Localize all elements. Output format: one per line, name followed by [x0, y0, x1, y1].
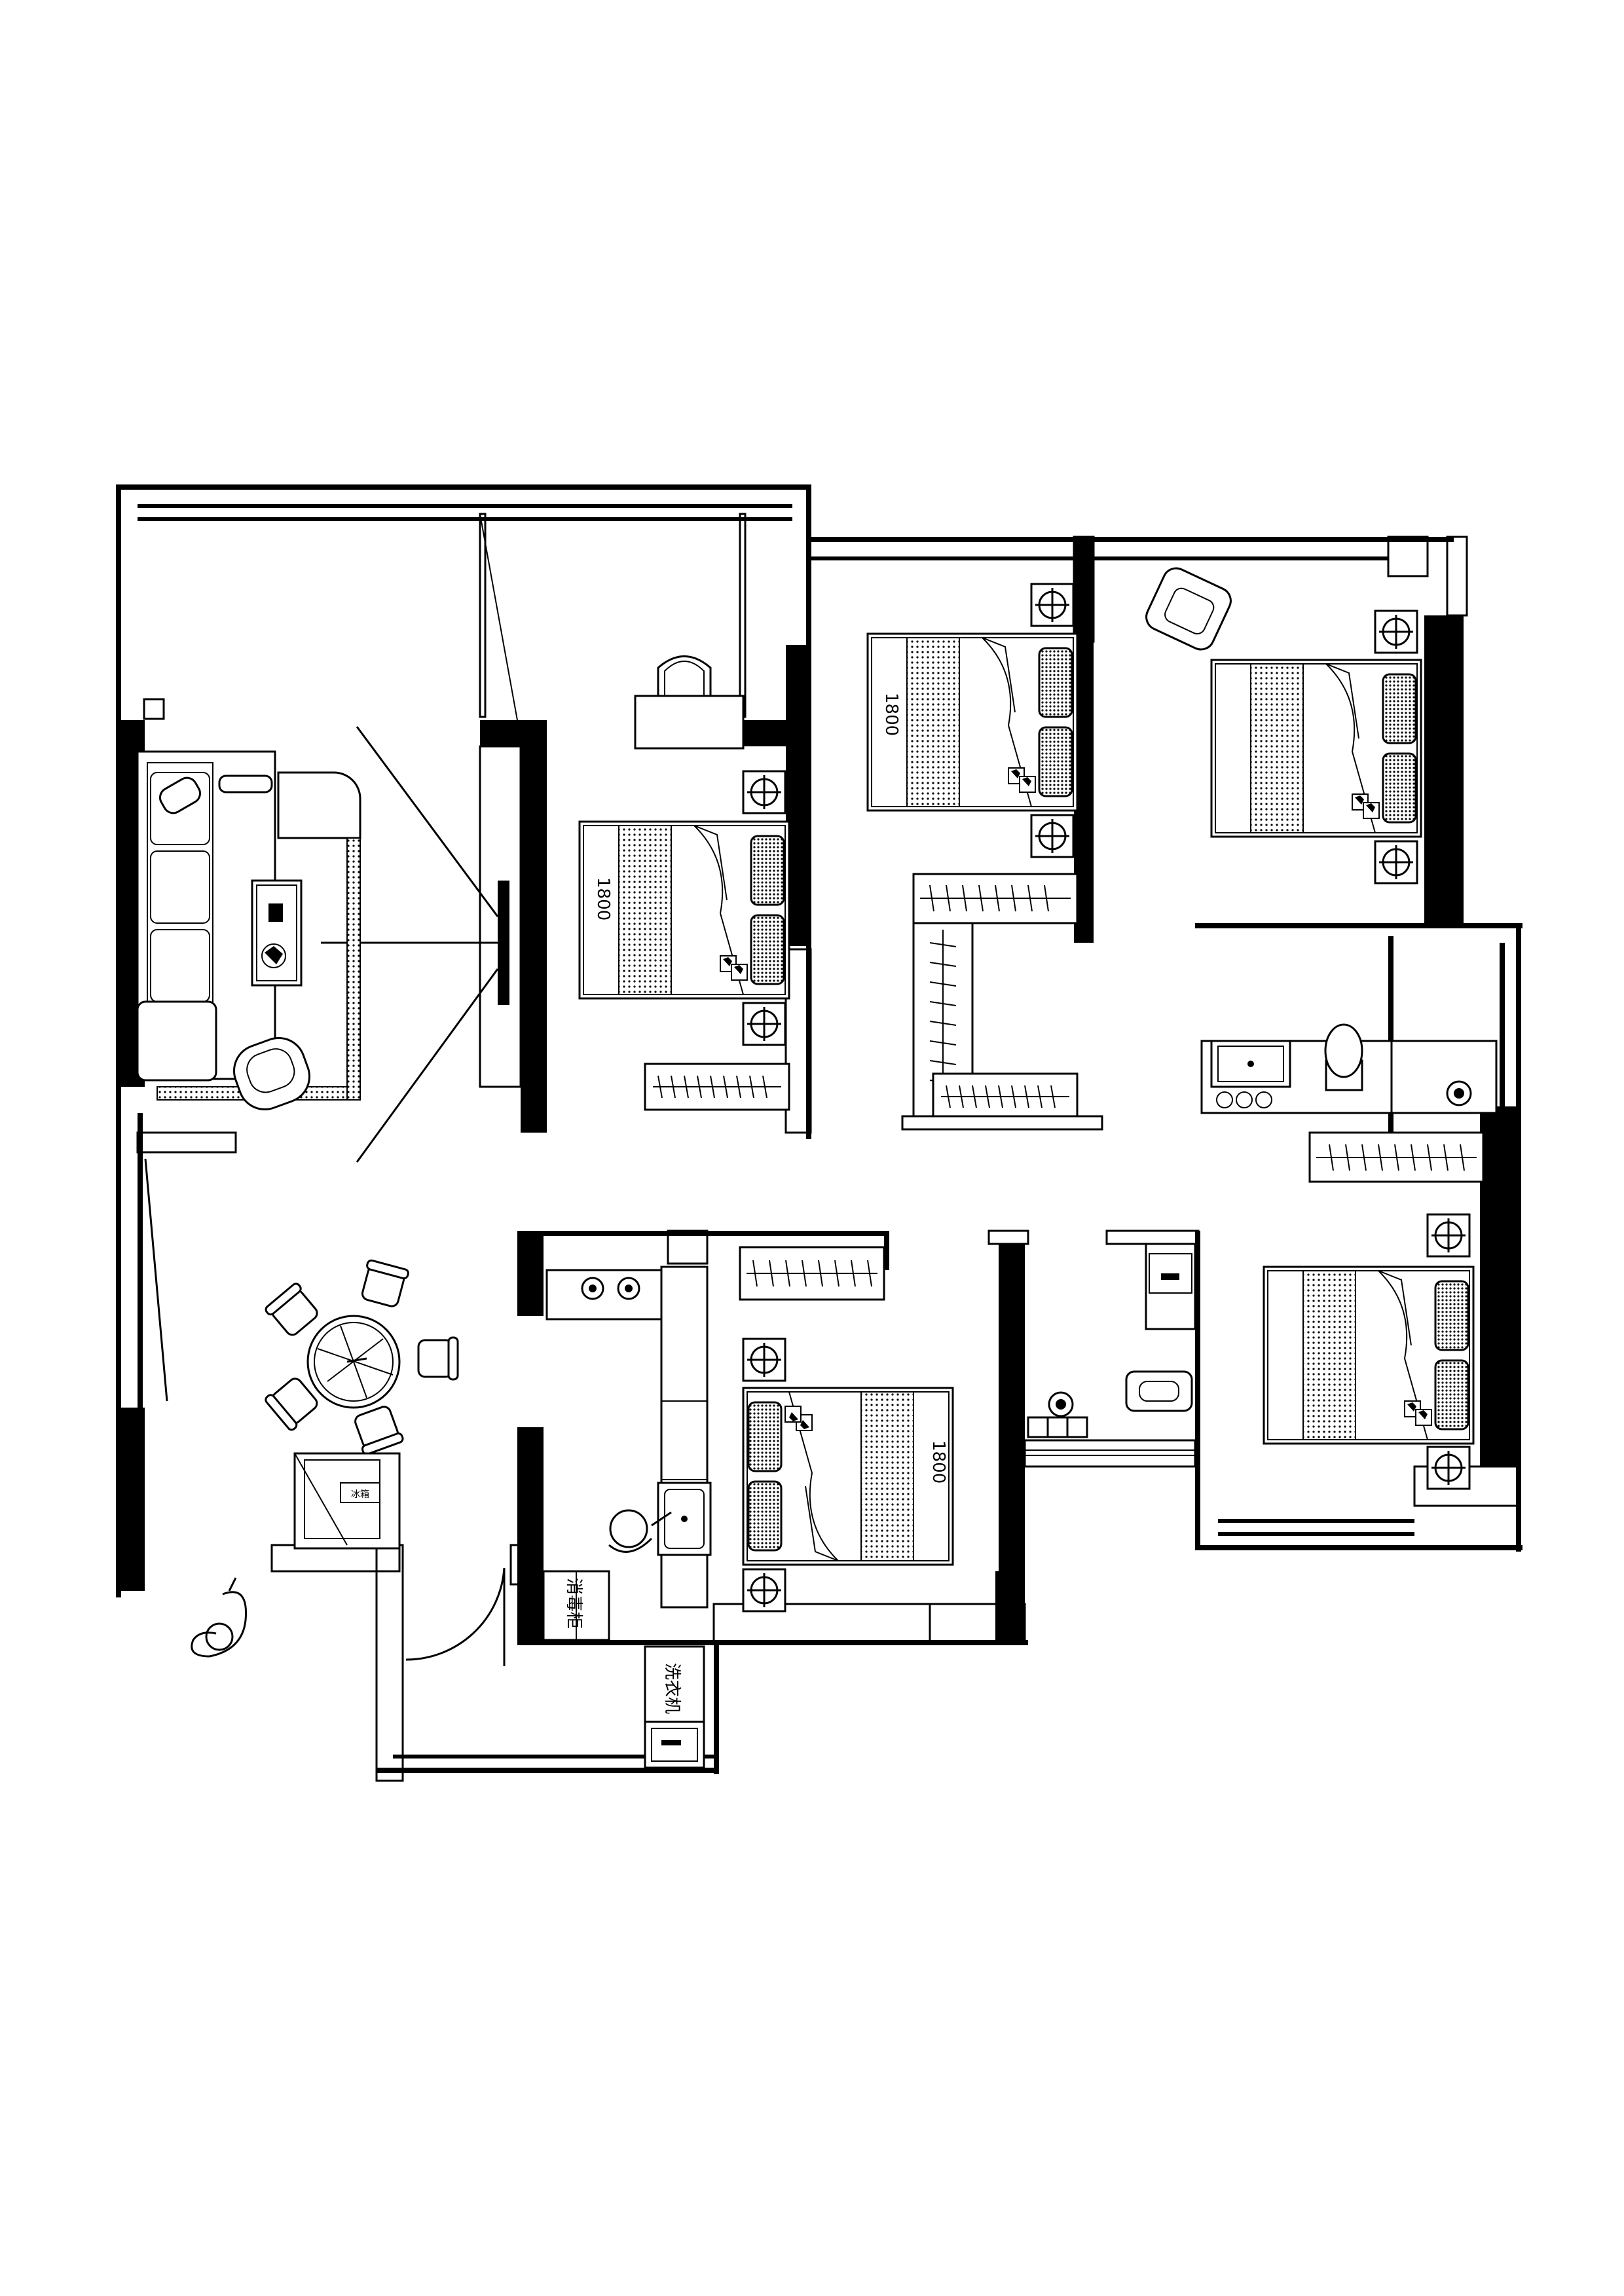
squat-toilet	[1125, 1370, 1193, 1412]
bed-dimension-b: 1800	[881, 693, 901, 736]
bathroom-secondary	[1048, 1243, 1196, 1417]
toilet	[1324, 1023, 1363, 1091]
bedroom-e	[1263, 1213, 1475, 1490]
disinfection-cabinet: 消毒柜	[542, 1570, 610, 1641]
bed-dimension-a: 1800	[593, 877, 613, 920]
armchair-c	[1145, 567, 1232, 651]
coffee-table	[251, 879, 303, 987]
bed-dimension-e: 1800	[929, 1440, 948, 1484]
shower-icon	[1446, 1080, 1472, 1106]
desk	[634, 695, 745, 750]
living-room	[136, 750, 361, 1111]
bathroom-main	[1200, 936, 1498, 1183]
bedroom-c	[1145, 567, 1422, 884]
person-cooking	[608, 1509, 672, 1553]
laundry: 洗衣机	[644, 1645, 705, 1769]
kitchen: 消毒柜	[542, 1246, 885, 1641]
bedroom-d: 1800	[742, 1338, 954, 1613]
refrigerator: 冰箱	[293, 1452, 401, 1550]
disinfection-cabinet-label: 消毒柜	[564, 1578, 583, 1629]
person-at-entrance	[191, 1577, 248, 1658]
washing-machine-label: 洗衣机	[662, 1663, 682, 1714]
kitchen-sink	[657, 1482, 712, 1556]
dining-area: 冰箱	[191, 1258, 459, 1658]
stove	[545, 1269, 663, 1321]
floor-drain-icon	[1048, 1391, 1074, 1417]
bedroom-a: 1800	[578, 655, 790, 1111]
refrigerator-label: 冰箱	[351, 1489, 369, 1500]
bedroom-b: 1800	[866, 583, 1103, 1131]
armchair	[232, 1036, 311, 1111]
